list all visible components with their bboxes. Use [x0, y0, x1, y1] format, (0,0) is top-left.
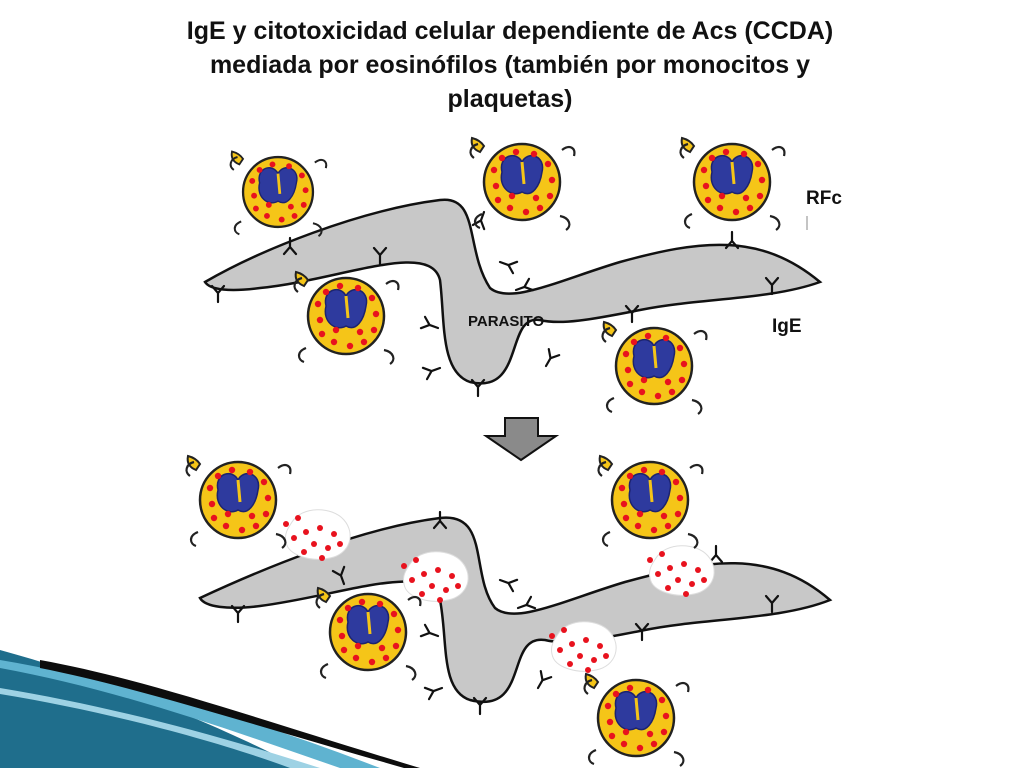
bottom-panel	[185, 454, 833, 768]
eosinophil-icon	[293, 270, 400, 366]
ige-antibody-icon	[496, 255, 519, 275]
eosinophil-icon	[679, 136, 786, 232]
title-line-1: IgE y citotoxicidad celular dependiente …	[186, 17, 834, 45]
ige-antibody-icon	[423, 681, 446, 701]
eosinophil-icon	[185, 454, 292, 550]
parasite-label: PARASITO	[468, 313, 544, 330]
slide-title: IgE y citotoxicidad celular dependiente …	[120, 14, 900, 116]
ige-antibody-icon	[419, 315, 442, 335]
receptor-label: RFc	[806, 188, 842, 209]
eosinophil-icon	[601, 320, 708, 416]
top-panel: PARASITO RFc IgE	[203, 136, 842, 416]
ige-antibody-icon	[496, 573, 519, 593]
parasite-top	[203, 198, 823, 385]
title-line-3: plaquetas)	[447, 85, 573, 113]
eosinophil-icon	[469, 136, 576, 232]
eosinophil-icon	[315, 586, 422, 682]
ige-antibody-icon	[421, 361, 444, 381]
down-arrow-icon	[482, 417, 560, 462]
eosinophil-icon	[229, 150, 328, 238]
decorative-ribbon	[0, 650, 420, 768]
ige-antibody-icon	[419, 623, 442, 643]
granule-burst-icon	[282, 509, 351, 562]
ige-antibody-icon	[708, 544, 724, 564]
title-line-2: mediada por eosinófilos (también por mon…	[209, 51, 811, 79]
ige-label: IgE	[772, 316, 802, 337]
eosinophil-icon	[583, 672, 690, 768]
ige-antibody-icon	[539, 348, 561, 371]
eosinophil-icon	[597, 454, 704, 550]
ige-antibody-icon	[531, 670, 553, 693]
